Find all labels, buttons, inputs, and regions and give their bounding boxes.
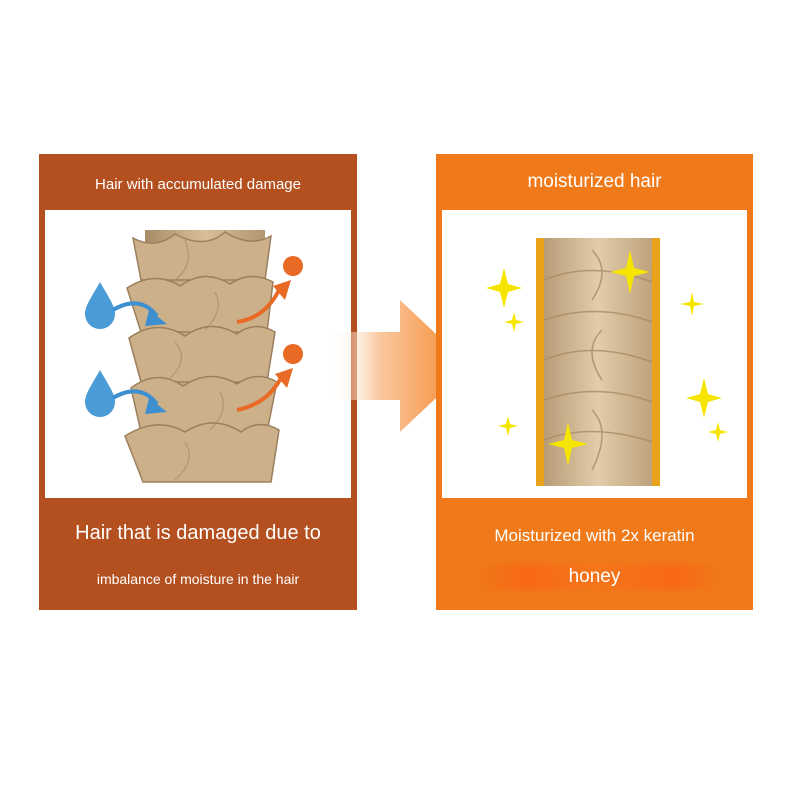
- moisture-loss-dot: [283, 344, 303, 364]
- panel-title: moisturized hair: [527, 171, 662, 192]
- arrow-right-icon: [330, 300, 470, 432]
- panel-title: Hair with accumulated damage: [95, 175, 301, 193]
- smooth-cuticle: [543, 249, 653, 471]
- sparkle-icon: [486, 250, 728, 466]
- moisturized-caption-sub: honey: [568, 566, 621, 587]
- moisturized-hair-panel: moisturized hair: [436, 154, 753, 610]
- moisture-out-arrow-icon: [236, 289, 283, 412]
- damaged-caption: Hair that is damaged due to: [75, 522, 321, 544]
- water-drop-icon: [85, 370, 115, 417]
- decorative-blur-band: [474, 564, 723, 590]
- moisturized-hair-graphic: [486, 238, 728, 486]
- moisture-loss-dot: [283, 256, 303, 276]
- moisturized-hair-illustration: [442, 210, 747, 498]
- moisturized-caption: Moisturized with 2x keratin: [494, 526, 695, 545]
- cuticle-scales: [124, 231, 280, 483]
- moisture-in-arrow-icon: [111, 301, 159, 406]
- damaged-hair-graphic: [85, 230, 303, 483]
- damaged-hair-panel: Hair with accumulated damage: [39, 154, 357, 610]
- water-drop-icon: [85, 282, 115, 329]
- damaged-caption-sub: imbalance of moisture in the hair: [96, 571, 300, 587]
- damaged-hair-illustration: [45, 210, 351, 498]
